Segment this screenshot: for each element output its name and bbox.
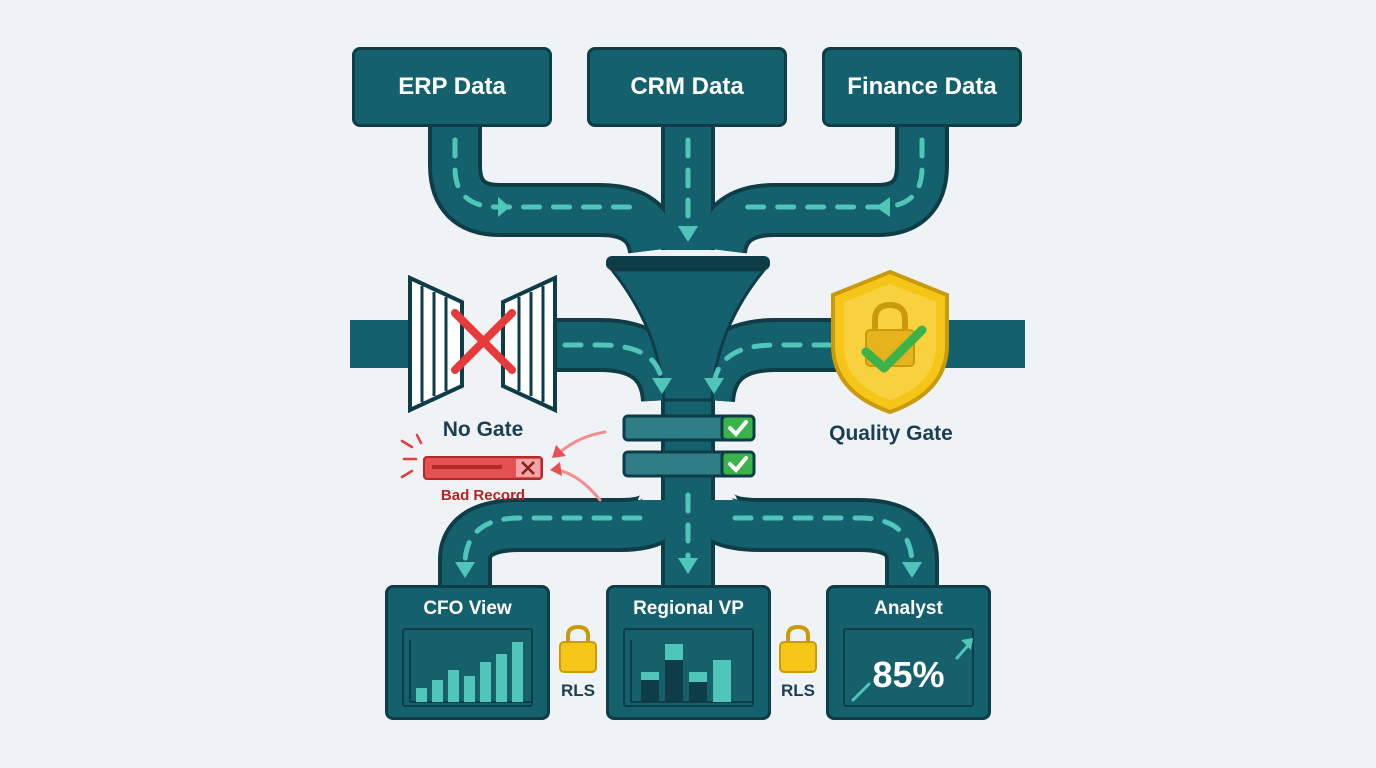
source-erp-label: ERP Data — [398, 73, 506, 100]
check-icon — [728, 420, 748, 437]
rls-label-2: RLS — [781, 681, 815, 700]
validation-row-2 — [622, 450, 756, 478]
bad-record-icon — [400, 433, 543, 480]
source-erp: ERP Data — [352, 47, 552, 127]
lock-icon — [779, 624, 817, 673]
merge-funnel — [606, 256, 770, 402]
arrowheads — [455, 197, 922, 578]
source-finance-label: Finance Data — [847, 73, 997, 100]
output-analyst: Analyst 85% — [826, 585, 991, 720]
quality-gate-label: Quality Gate — [829, 422, 953, 445]
trend-up-icon — [851, 638, 973, 702]
rls-label-1: RLS — [561, 681, 595, 700]
output-analyst-title: Analyst — [874, 598, 943, 619]
analyst-percentage: 85% — [872, 654, 945, 695]
rejection-arrowheads — [550, 445, 566, 476]
open-gate-icon — [408, 274, 557, 414]
cfo-bar-chart — [402, 628, 533, 707]
source-crm: CRM Data — [587, 47, 787, 127]
bad-record-label: Bad Record — [440, 487, 526, 504]
bar-chart-icon — [630, 640, 753, 703]
output-regional-vp-title: Regional VP — [633, 598, 744, 619]
source-finance: Finance Data — [822, 47, 1022, 127]
source-crm-label: CRM Data — [630, 73, 744, 100]
lock-icon — [559, 624, 597, 673]
rejection-arrows — [556, 430, 607, 502]
no-gate-label: No Gate — [442, 418, 524, 441]
analyst-metric: 85% — [843, 628, 974, 707]
check-icon — [861, 325, 927, 373]
output-regional-vp: Regional VP — [606, 585, 771, 720]
regional-bar-chart — [623, 628, 754, 707]
output-cfo-view: CFO View — [385, 585, 550, 720]
validation-row-1 — [622, 414, 756, 442]
output-cfo-title: CFO View — [423, 598, 512, 619]
close-icon — [451, 309, 516, 374]
bar-chart-icon — [409, 640, 532, 703]
check-icon — [728, 456, 748, 473]
